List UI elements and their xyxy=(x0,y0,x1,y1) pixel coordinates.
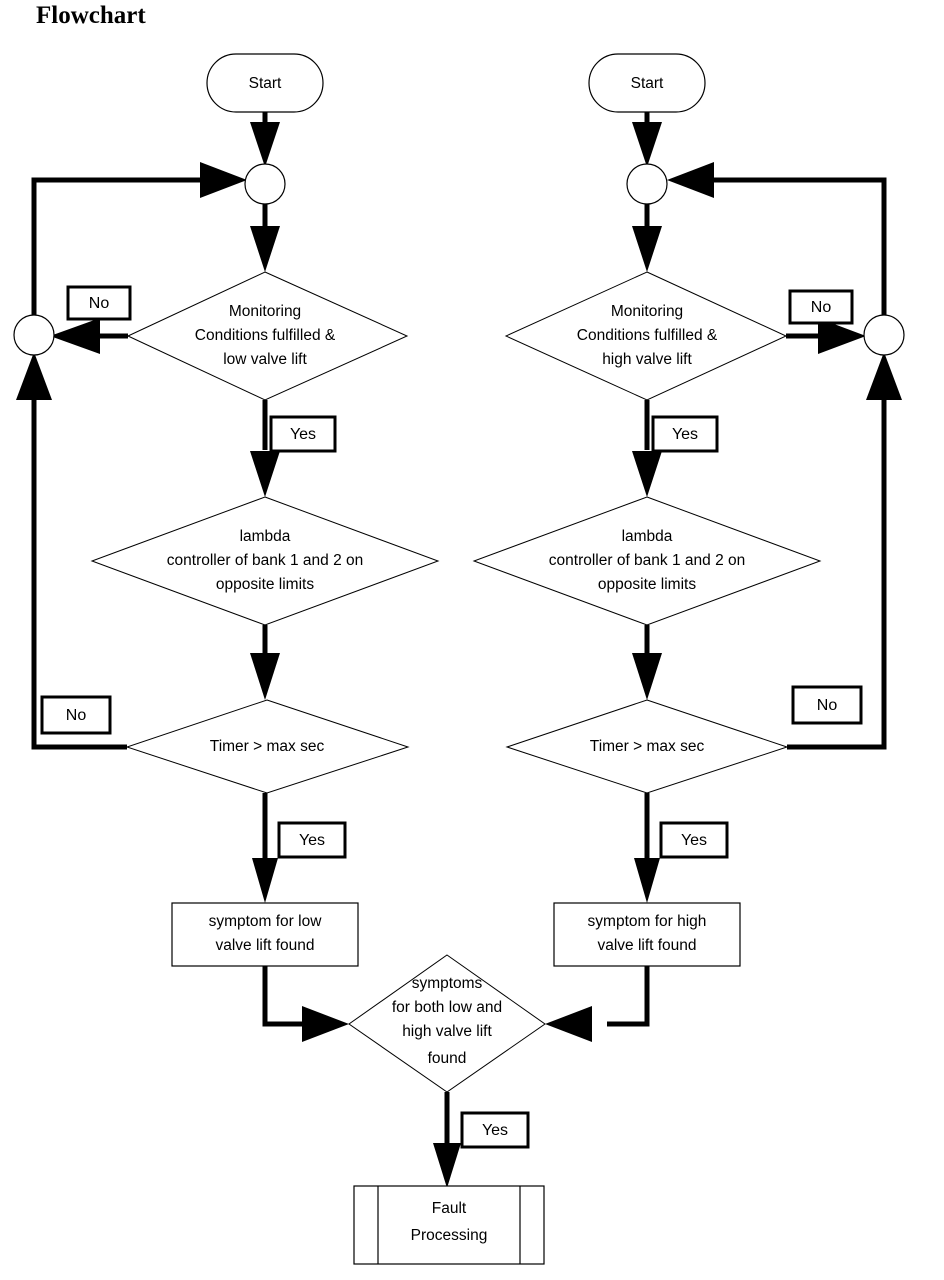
symptoms-both-line-4: found xyxy=(428,1050,467,1067)
svg-text:No: No xyxy=(811,299,832,316)
fault-line-1: Fault xyxy=(432,1200,467,1217)
lambda-left-line-3: opposite limits xyxy=(216,576,314,593)
node-decision-lambda-left[interactable]: lambda controller of bank 1 and 2 on opp… xyxy=(90,496,440,626)
lambda-left-line-2: controller of bank 1 and 2 on xyxy=(167,552,363,569)
lambda-right-line-1: lambda xyxy=(622,528,673,545)
symptom-low-line-2: valve lift found xyxy=(215,937,314,954)
monitor-high-line-2: Conditions fulfilled & xyxy=(577,327,718,344)
node-decision-lambda-right[interactable]: lambda controller of bank 1 and 2 on opp… xyxy=(472,496,822,626)
edge-start-right-to-connector xyxy=(632,112,662,167)
edge-label-timer-left-yes: Yes xyxy=(277,821,347,859)
edge-label-timer-right-no: No xyxy=(791,685,863,725)
monitor-low-line-1: Monitoring xyxy=(229,303,301,320)
edge-label-monitor-high-no: No xyxy=(788,289,854,325)
edge-connector-right-to-monitor xyxy=(632,202,662,272)
node-start-left[interactable]: Start xyxy=(206,53,324,113)
timer-right-line-1: Timer > max sec xyxy=(590,738,705,755)
symptom-high-line-2: valve lift found xyxy=(597,937,696,954)
edge-start-left-to-connector xyxy=(250,112,280,167)
edge-lambda-left-to-timer xyxy=(250,625,280,700)
connector-top-left[interactable] xyxy=(244,163,286,205)
node-start-right-label: Start xyxy=(631,75,664,92)
edge-monitor-low-yes xyxy=(250,400,280,497)
edge-loop-right-return xyxy=(667,162,887,318)
lambda-right-line-3: opposite limits xyxy=(598,576,696,593)
symptom-high-line-1: symptom for high xyxy=(588,913,707,930)
edge-label-timer-left-no: No xyxy=(40,695,112,735)
edge-timer-left-yes xyxy=(252,793,278,903)
lambda-right-line-2: controller of bank 1 and 2 on xyxy=(549,552,745,569)
edge-loop-left-return xyxy=(31,162,247,318)
fault-line-2: Processing xyxy=(411,1227,488,1244)
svg-text:No: No xyxy=(89,295,110,312)
page-title: Flowchart xyxy=(36,2,146,29)
monitor-low-line-2: Conditions fulfilled & xyxy=(195,327,336,344)
node-process-symptom-low[interactable]: symptom for low valve lift found xyxy=(171,902,359,967)
node-decision-monitor-low[interactable]: Monitoring Conditions fulfilled & low va… xyxy=(126,271,409,401)
svg-text:Yes: Yes xyxy=(672,426,698,443)
symptoms-both-line-2: for both low and xyxy=(392,999,502,1016)
edge-symptom-high-to-merge xyxy=(545,966,650,1042)
edge-symptom-low-to-merge xyxy=(262,966,349,1042)
monitor-high-line-3: high valve lift xyxy=(602,351,692,368)
edge-monitor-low-no xyxy=(50,318,128,354)
edge-timer-right-no xyxy=(787,352,902,750)
edge-timer-right-yes xyxy=(634,793,660,903)
svg-text:Yes: Yes xyxy=(299,832,325,849)
monitor-low-line-3: low valve lift xyxy=(223,351,307,368)
symptoms-both-line-1: symptoms xyxy=(412,975,483,992)
node-decision-timer-left[interactable]: Timer > max sec xyxy=(125,699,410,794)
lambda-left-line-1: lambda xyxy=(240,528,291,545)
connector-loop-right[interactable] xyxy=(863,314,905,356)
svg-text:Yes: Yes xyxy=(290,426,316,443)
node-process-fault[interactable]: Fault Processing xyxy=(353,1185,545,1265)
edge-label-monitor-low-yes: Yes xyxy=(269,415,337,453)
svg-text:No: No xyxy=(66,707,87,724)
edge-monitor-high-no xyxy=(786,318,866,354)
node-process-symptom-high[interactable]: symptom for high valve lift found xyxy=(553,902,741,967)
svg-text:Yes: Yes xyxy=(482,1122,508,1139)
node-decision-monitor-high[interactable]: Monitoring Conditions fulfilled & high v… xyxy=(504,271,788,401)
svg-text:Yes: Yes xyxy=(681,832,707,849)
timer-left-line-1: Timer > max sec xyxy=(210,738,325,755)
edge-label-monitor-low-no: No xyxy=(66,285,132,321)
connector-loop-left[interactable] xyxy=(13,314,55,356)
connector-top-right[interactable] xyxy=(626,163,668,205)
edge-lambda-right-to-timer xyxy=(632,625,662,700)
symptom-low-line-1: symptom for low xyxy=(209,913,323,930)
monitor-high-line-1: Monitoring xyxy=(611,303,683,320)
node-decision-symptoms-both[interactable]: symptoms for both low and high valve lif… xyxy=(348,954,546,1093)
edge-connector-left-to-monitor xyxy=(250,202,280,272)
svg-text:No: No xyxy=(817,697,838,714)
edge-label-monitor-high-yes: Yes xyxy=(651,415,719,453)
edge-timer-left-no xyxy=(16,352,127,750)
edge-label-timer-right-yes: Yes xyxy=(659,821,729,859)
edge-monitor-high-yes xyxy=(632,400,662,497)
node-start-left-label: Start xyxy=(249,75,282,92)
symptoms-both-line-3: high valve lift xyxy=(402,1023,492,1040)
node-decision-timer-right[interactable]: Timer > max sec xyxy=(505,699,789,794)
node-start-right[interactable]: Start xyxy=(588,53,706,113)
edge-merge-to-fault xyxy=(433,1092,461,1188)
edge-label-symptoms-both-yes: Yes xyxy=(460,1111,530,1149)
